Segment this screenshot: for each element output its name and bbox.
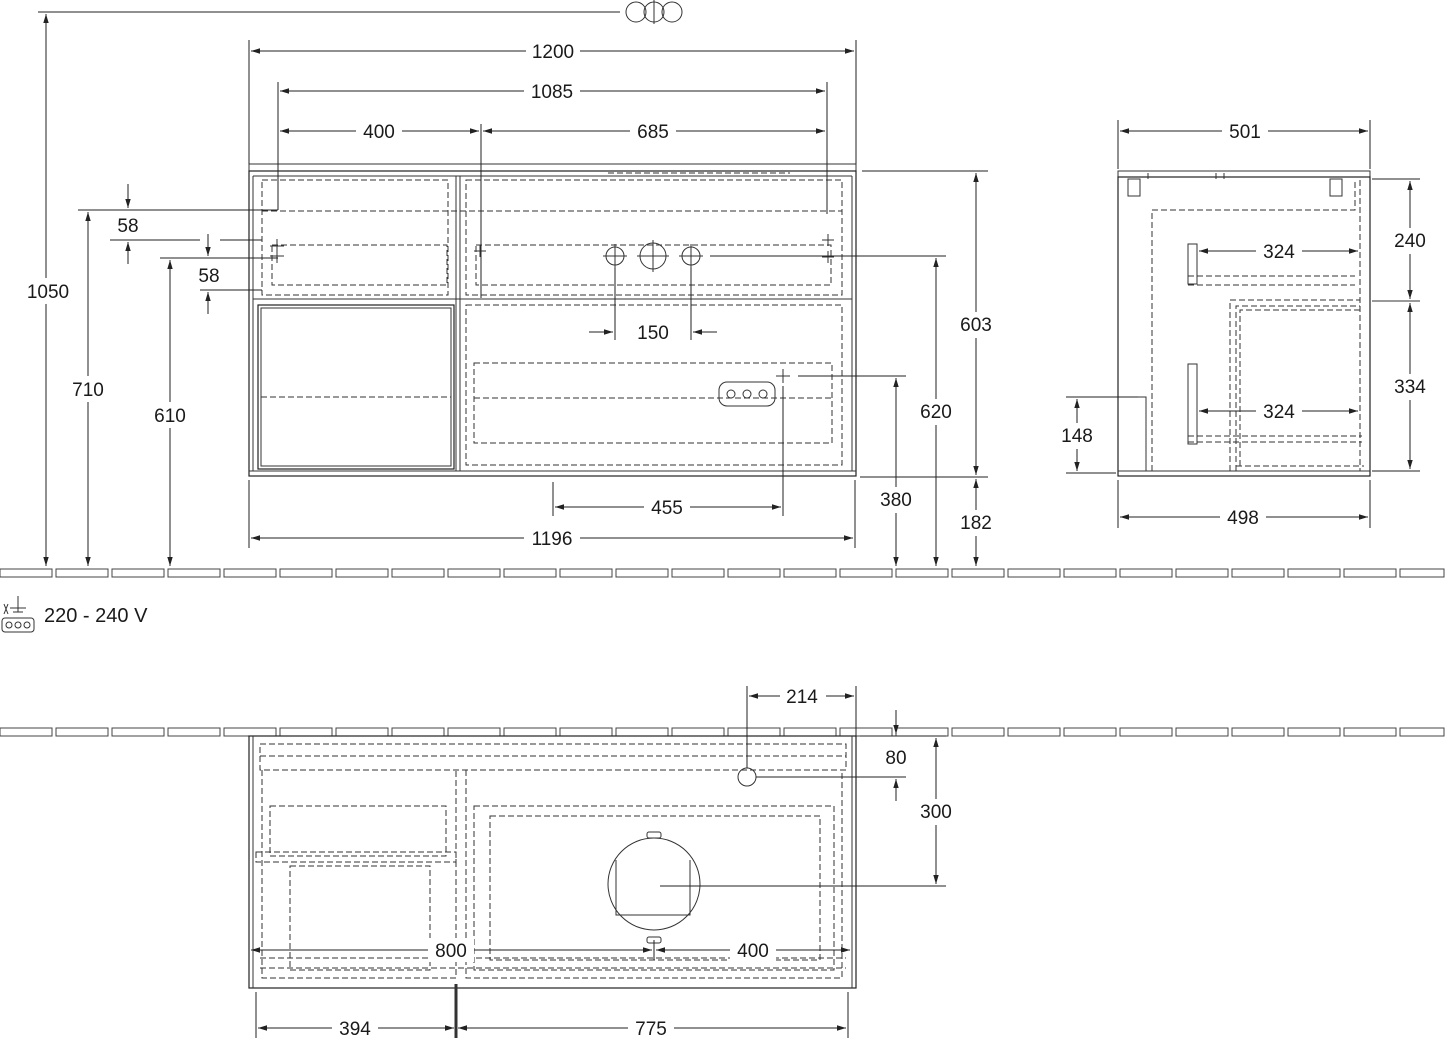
- dim-685-label: 685: [637, 122, 669, 143]
- plan-775-label: 775: [635, 1019, 667, 1040]
- dim-1085-label: 1085: [531, 82, 573, 103]
- front-elevation: [248, 163, 857, 477]
- front-right-dimensions: 603 182 620 380: [710, 170, 997, 566]
- dim-58-b-label: 58: [198, 266, 219, 287]
- dim-1200-label: 1200: [532, 42, 574, 63]
- dim-603-label: 603: [960, 315, 992, 336]
- plan-dimensions: 214 80 300 800 400 394 775: [251, 684, 957, 1040]
- floor-line-elevation: [0, 568, 1445, 578]
- side-334-label: 334: [1394, 377, 1426, 398]
- dim-1196-label: 1196: [532, 529, 573, 550]
- dim-1050-label: 1050: [27, 282, 69, 303]
- plan-view: [248, 735, 857, 1038]
- dim-455-label: 455: [651, 498, 683, 519]
- side-501-label: 501: [1229, 122, 1261, 143]
- dim-710-label: 710: [72, 380, 104, 401]
- dim-150-label: 150: [637, 323, 669, 344]
- plan-394-label: 394: [339, 1019, 371, 1040]
- side-dimensions: 501 240 334 324 324 148 498: [1056, 119, 1431, 529]
- plan-80-label: 80: [885, 748, 906, 769]
- front-top-dimensions: 1200 1085 400 685 150: [248, 39, 857, 344]
- dim-380-label: 380: [880, 490, 912, 511]
- dim-182-label: 182: [960, 513, 992, 534]
- socket-icon: [625, 0, 683, 24]
- electrical-symbol: [1, 596, 35, 633]
- front-left-dimensions: 1050 710 610 58 58: [22, 11, 620, 566]
- plan-400-label: 400: [737, 941, 769, 962]
- dim-58-a-label: 58: [117, 216, 138, 237]
- plan-214-label: 214: [786, 687, 818, 708]
- side-240-label: 240: [1394, 231, 1426, 252]
- voltage-label: 220 - 240 V: [44, 605, 148, 627]
- floor-line-plan: [0, 727, 1445, 737]
- side-324-top-label: 324: [1263, 242, 1295, 263]
- side-498-label: 498: [1227, 508, 1259, 529]
- plan-300-label: 300: [920, 802, 952, 823]
- dim-400-top-label: 400: [363, 122, 395, 143]
- dim-620-label: 620: [920, 402, 952, 423]
- front-bottom-dimensions: 455 1196: [248, 386, 856, 550]
- dim-610-label: 610: [154, 406, 186, 427]
- side-elevation: [1117, 170, 1420, 477]
- side-324-bottom-label: 324: [1263, 402, 1295, 423]
- plan-800-label: 800: [435, 941, 467, 962]
- side-148-label: 148: [1061, 426, 1093, 447]
